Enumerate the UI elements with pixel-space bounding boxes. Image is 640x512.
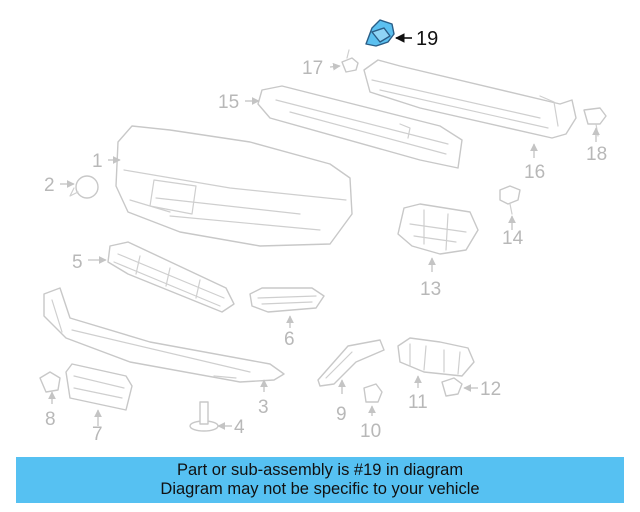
callout-9: 9 [336, 404, 347, 425]
part-7-license-bracket[interactable]: 7 [65, 363, 133, 445]
callout-13: 13 [420, 279, 441, 300]
part-14-bolt[interactable]: 14 [499, 185, 524, 249]
part-1-bumper-cover[interactable]: 1 [92, 125, 353, 247]
part-10-clip[interactable]: 10 [360, 383, 383, 442]
callout-11: 11 [408, 392, 428, 413]
callout-4: 4 [234, 417, 245, 438]
banner-line-2: Diagram may not be specific to your vehi… [160, 480, 480, 498]
callout-1: 1 [92, 151, 103, 172]
part-3-spoiler[interactable]: 3 [43, 287, 285, 418]
part-13-bracket[interactable]: 13 [397, 203, 479, 300]
callout-18: 18 [586, 144, 607, 165]
part-9-bracket[interactable]: 9 [317, 339, 385, 425]
callout-19: 19 [416, 28, 438, 50]
callout-2: 2 [44, 175, 55, 196]
part-2-tow-cap[interactable]: 2 [44, 175, 99, 199]
callout-5: 5 [72, 252, 83, 273]
callout-3: 3 [258, 397, 269, 418]
part-17-bolt[interactable]: 17 [302, 49, 359, 79]
part-6-side-grille[interactable]: 6 [249, 287, 325, 350]
callout-7: 7 [92, 424, 103, 445]
part-15-absorber[interactable]: 15 [218, 85, 463, 169]
part-8-clip[interactable]: 8 [39, 371, 61, 430]
part-11-bracket[interactable]: 11 [397, 337, 475, 413]
info-banner: Part or sub-assembly is #19 in diagram D… [16, 457, 624, 503]
part-5-grille[interactable]: 5 [72, 241, 235, 313]
callout-8: 8 [45, 409, 56, 430]
callout-12: 12 [480, 379, 501, 400]
part-16-reinforcement[interactable]: 16 [363, 59, 577, 183]
callout-15: 15 [218, 92, 239, 113]
part-12-clip[interactable]: 12 [441, 377, 501, 400]
part-18-bolt[interactable]: 18 [583, 107, 607, 165]
banner-line-1: Part or sub-assembly is #19 in diagram [176, 461, 464, 479]
part-4-screw[interactable]: 4 [189, 401, 245, 438]
callout-14: 14 [502, 228, 524, 249]
callout-6: 6 [284, 329, 295, 350]
callout-10: 10 [360, 421, 381, 442]
part-19-bracket[interactable]: 19 [365, 19, 438, 50]
callout-16: 16 [524, 162, 545, 183]
callout-17: 17 [302, 58, 323, 79]
